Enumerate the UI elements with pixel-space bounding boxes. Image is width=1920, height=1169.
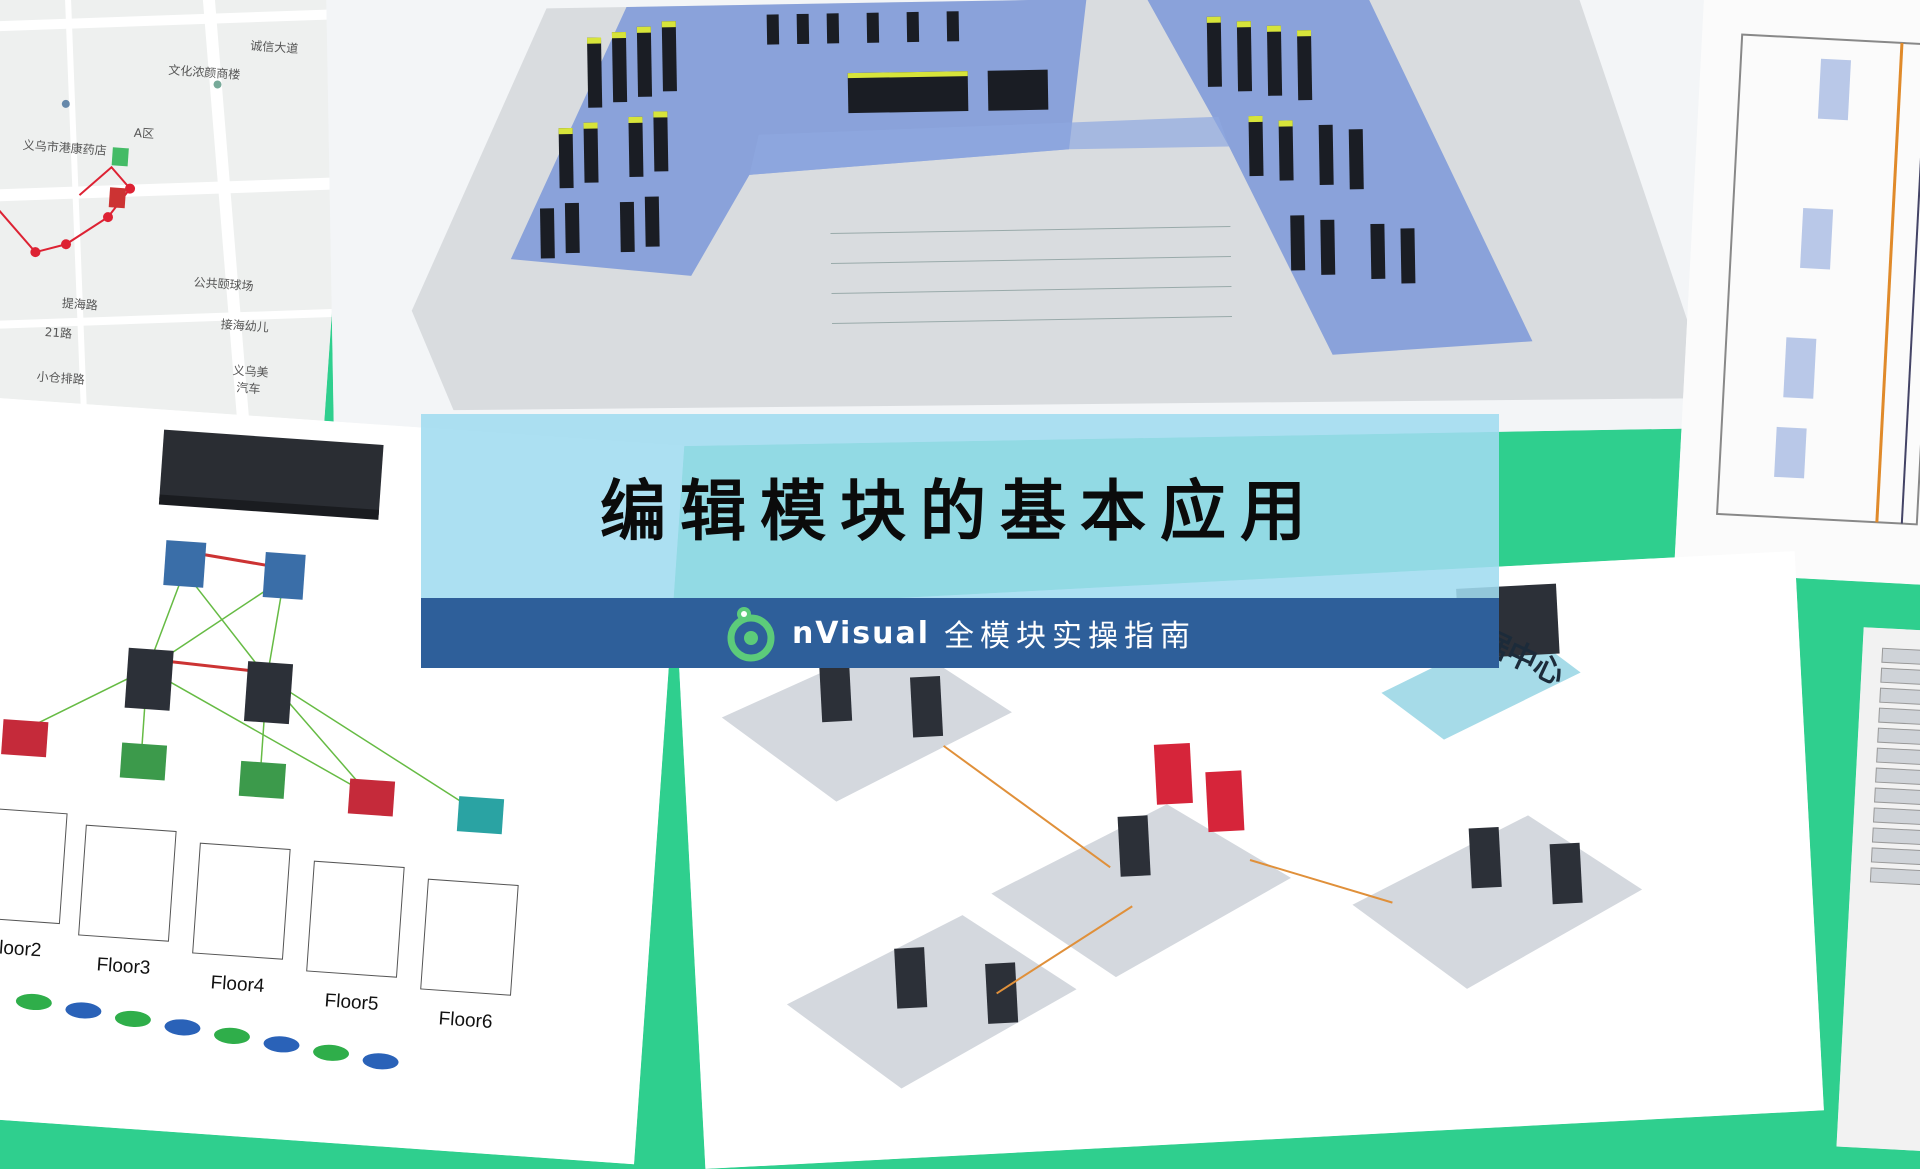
map-label-zone: A区 — [133, 125, 155, 142]
map-label-bus: 21路 — [44, 325, 73, 341]
map-label-road2: 提海路 — [61, 296, 99, 313]
floor-label-5: Floor5 — [323, 990, 380, 1015]
isometric-network-thumbnail: 数据中心 — [676, 551, 1824, 1169]
map-thumbnail: 诚信大道 文化浓颜商楼 A区 义乌市港康药店 公共颐球场 提海路 义乌美 汽车 … — [0, 0, 356, 433]
map-label-school: 接海幼儿 — [220, 317, 270, 335]
datacenter-3d-thumbnail — [326, 0, 1734, 453]
rack-graphic — [1836, 627, 1920, 1153]
brand-name: nVisual — [791, 615, 931, 651]
subtitle-banner: nVisual 全模块实操指南 — [421, 598, 1499, 668]
subtitle-content: nVisual 全模块实操指南 — [421, 598, 1499, 668]
map-label-road: 诚信大道 — [249, 38, 299, 56]
title-banner: 编辑模块的基本应用 — [421, 414, 1499, 598]
datacenter-3d-graphic — [326, 0, 1734, 453]
floor-label-3: Floor3 — [95, 954, 152, 979]
rack-thumbnail — [1836, 627, 1920, 1153]
brand-tagline: 全模块实操指南 — [944, 619, 1197, 654]
isometric-network-graphic — [676, 551, 1824, 1169]
floorplan-graphic — [1673, 0, 1920, 588]
floorplan-thumbnail — [1673, 0, 1920, 588]
floor-label-2: Floor2 — [0, 936, 43, 962]
map-label-road3: 小仓排路 — [36, 369, 86, 387]
floor-label-6: Floor6 — [437, 1008, 494, 1033]
map-label-car: 汽车 — [235, 380, 261, 397]
floor-label-4: Floor4 — [209, 972, 266, 997]
nvisual-logo-icon — [727, 607, 775, 662]
map-graphic — [0, 0, 356, 433]
video-title: 编辑模块的基本应用 — [600, 473, 1320, 550]
